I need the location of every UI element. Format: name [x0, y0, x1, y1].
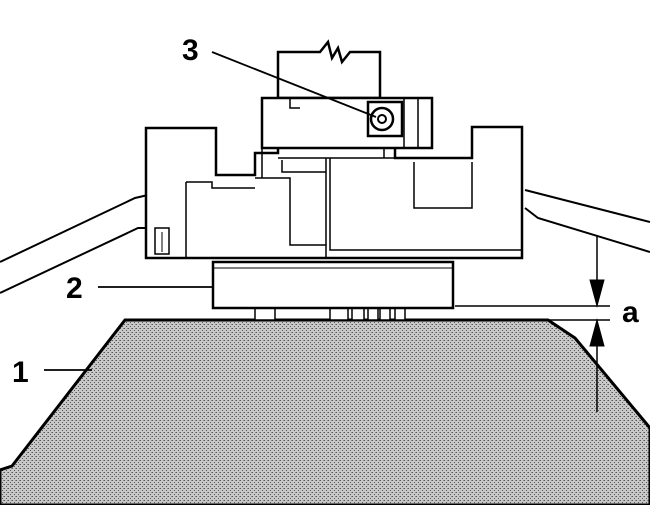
spacer-block — [211, 260, 455, 310]
main-unit — [144, 125, 524, 260]
callout-label-2: 2 — [66, 272, 83, 305]
bolt-head — [366, 100, 404, 138]
background-panel — [0, 189, 650, 294]
callout-label-a: a — [622, 296, 639, 329]
contact-feet — [254, 307, 406, 321]
callout-label-3: 3 — [182, 34, 199, 67]
leader-lines — [44, 51, 377, 371]
upper-housing — [260, 39, 434, 158]
callout-label-1: 1 — [12, 356, 29, 389]
gap-dimension — [455, 236, 610, 412]
base-part — [0, 318, 650, 505]
